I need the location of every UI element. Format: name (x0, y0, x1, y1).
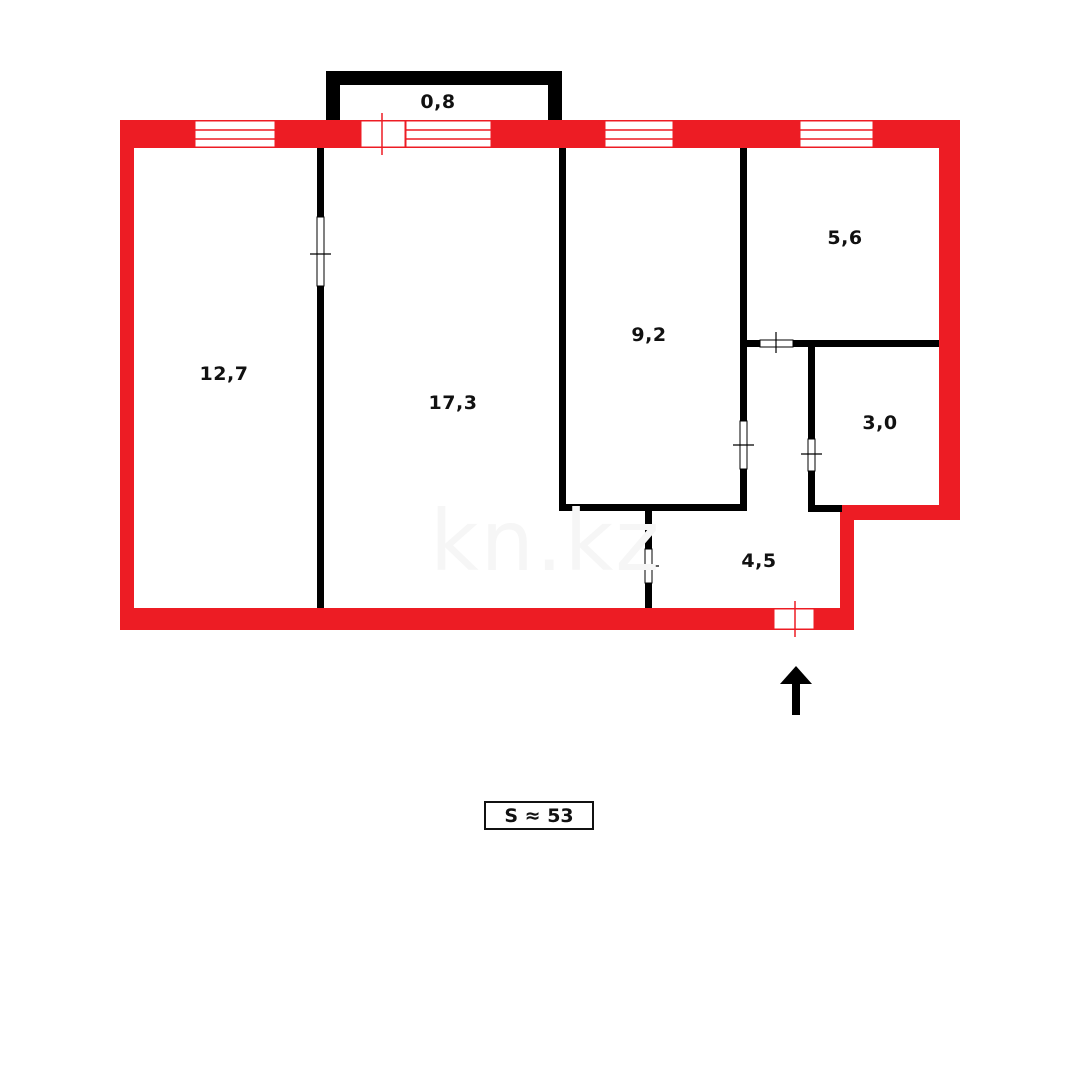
balcony-door (360, 113, 406, 155)
window (194, 120, 276, 148)
total-area-box: S ≈ 53 (484, 801, 594, 830)
entrance-door (773, 601, 815, 637)
room-area-label: 9,2 (631, 324, 667, 346)
balcony-area-label: 0,8 (420, 91, 456, 113)
door (310, 216, 331, 287)
watermark: kn.kz (430, 492, 662, 590)
window (604, 120, 674, 148)
door (733, 420, 754, 470)
arrow-up-icon (780, 666, 812, 715)
door (801, 438, 822, 472)
balcony-walls (326, 71, 562, 123)
window (405, 120, 492, 148)
room-area-label: 3,0 (862, 412, 898, 434)
door (638, 548, 659, 584)
door (759, 332, 794, 353)
room-area-label: 17,3 (428, 392, 478, 414)
room-area-label: 12,7 (199, 363, 249, 385)
room-area-label: 5,6 (827, 227, 863, 249)
total-area-label: S ≈ 53 (504, 804, 574, 827)
room-area-label: 4,5 (741, 550, 777, 572)
window (799, 120, 874, 148)
